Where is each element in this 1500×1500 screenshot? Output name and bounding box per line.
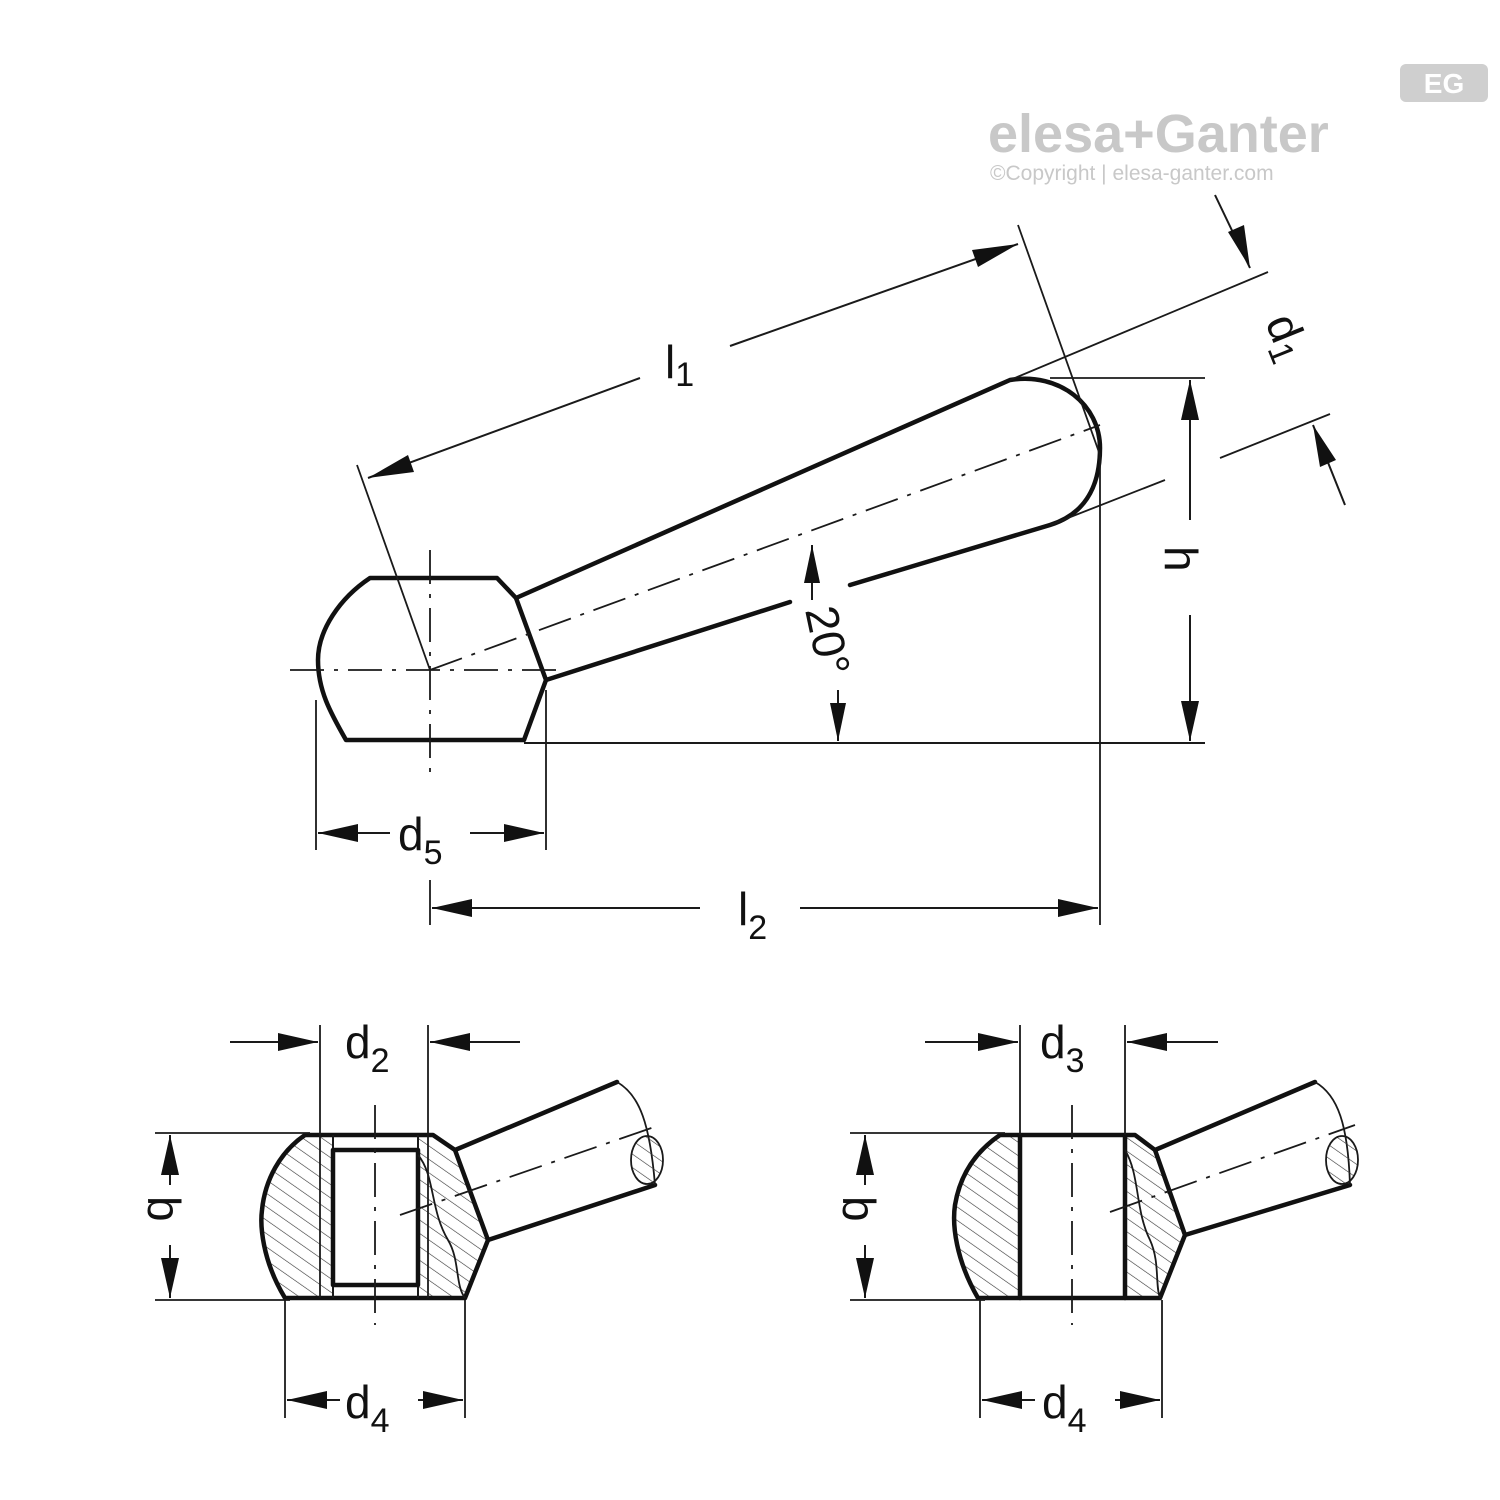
hub-outline (315, 575, 549, 743)
eg-badge-text: EG (1424, 68, 1464, 99)
copyright-text: ©Copyright | elesa-ganter.com (990, 162, 1274, 185)
dimension-d2: d2 (230, 1016, 520, 1135)
dimension-d5: d5 (315, 690, 547, 872)
dimension-l2: l2 (429, 455, 1101, 947)
dimension-d4-right: d4 (979, 1300, 1163, 1440)
brand-logo: EG elesa+Ganter ©Copyright | elesa-gante… (988, 64, 1488, 185)
brand-name: elesa+Ganter (988, 104, 1329, 164)
handle-lower-edge (543, 599, 793, 683)
threaded-hub-section (259, 1079, 664, 1325)
label-d1: d1 (1250, 306, 1320, 369)
label-l2: l2 (738, 883, 767, 947)
dimension-h: h (1050, 377, 1207, 741)
dimension-d4-left: d4 (284, 1300, 466, 1440)
label-h: h (1155, 546, 1207, 572)
dimension-d1: d1 (1009, 194, 1346, 526)
dimension-d3: d3 (925, 1016, 1218, 1135)
label-d2: d2 (345, 1016, 390, 1080)
handle-outline (513, 376, 1103, 601)
label-d5: d5 (398, 808, 443, 872)
label-b-right: b (833, 1196, 885, 1222)
lever-side-view (290, 376, 1205, 775)
label-b-left: b (138, 1196, 190, 1222)
label-d3: d3 (1040, 1016, 1085, 1080)
dimension-l1: l1 (356, 224, 1101, 671)
plain-hub-section (951, 1079, 1359, 1325)
label-l1: l1 (665, 336, 694, 394)
dimension-b-right: b (833, 1132, 1005, 1301)
label-d4-left: d4 (345, 1376, 390, 1440)
label-d4-right: d4 (1042, 1376, 1087, 1440)
eg-badge-icon (1400, 64, 1488, 102)
label-angle: 20° (795, 601, 860, 680)
dimension-angle: 20° (795, 545, 861, 741)
dimension-b-left: b (138, 1132, 310, 1301)
handle-axis (429, 424, 1101, 671)
